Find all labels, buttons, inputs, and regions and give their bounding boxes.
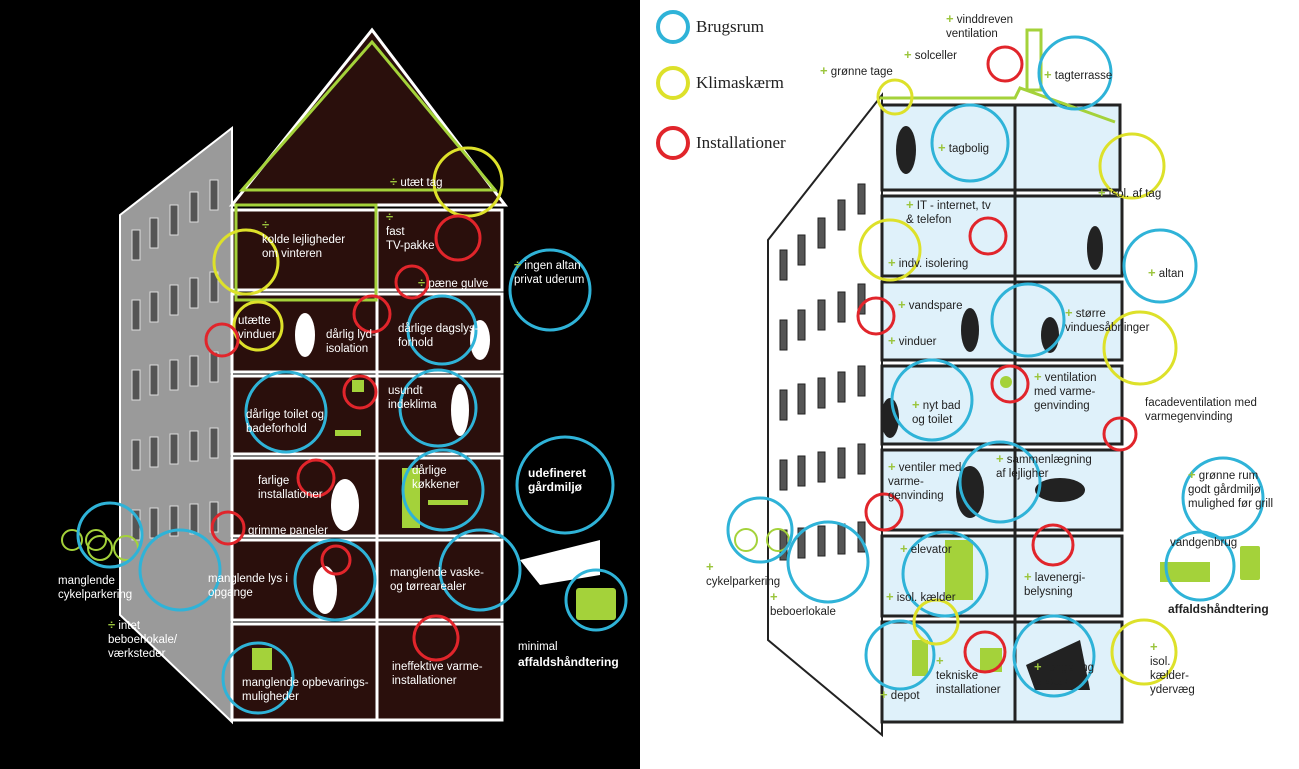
left-brugsrum-circles (76, 248, 628, 715)
label-fast-tv: ÷fast TV-pakke (386, 209, 435, 253)
label-vandgenbrug: vandgenbrug (1170, 537, 1238, 549)
label-vandspare: + vandspare (898, 297, 963, 313)
legend-installationer: Installationer (656, 126, 786, 160)
right-installationer-circles (856, 45, 1138, 674)
right-panel-renovated-building: Brugsrum Klimaskærm Installationer + vin… (640, 0, 1299, 769)
label-kolde-lejligheder: ÷kolde lejligheder om vinteren (262, 217, 346, 261)
label-altan: + altan (1148, 265, 1184, 281)
label-ventiler-med: + ventiler med varme- genvinding (888, 459, 962, 503)
label-minimal: minimal (518, 641, 558, 653)
label-storre-vindue: + større vinduesåbninger (1065, 305, 1150, 335)
label-it: + IT - internet, tv & telefon (906, 197, 991, 227)
label-cykelparkering: +cykelparkering (706, 559, 781, 589)
label-usundt-indeklima: usundt indeklima (388, 385, 437, 411)
label-nyt-bad: + nyt bad og toilet (912, 397, 961, 427)
label-solceller: + solceller (904, 47, 957, 63)
label-isol-kaelderydervaeg: +isol. kælder- ydervæg (1150, 639, 1195, 697)
left-klimaskaerm-circles (212, 146, 504, 352)
legend-ring-installationer (656, 126, 690, 160)
label-grimme-paneler: grimme paneler (248, 525, 328, 537)
label-ineffektive: ineffektive varme- installationer (392, 661, 483, 687)
label-darlige-toilet: dårlige toilet og badeforhold (246, 409, 324, 435)
label-sammenlaegning: + sammenlægning af lejligher (996, 451, 1092, 481)
left-side-facade (119, 125, 233, 725)
label-ingen-altan: ÷ ingen altan privat uderum (514, 257, 585, 287)
label-manglende-opbev: manglende opbevarings- muligheder (242, 677, 369, 703)
label-ventilation-varme: + ventilation med varme- genvinding (1034, 369, 1097, 413)
label-utaette-vinduer: utætte vinduer (238, 315, 276, 341)
label-darlig-lyd: dårlig lyd- isolation (326, 329, 376, 355)
label-affald-left: affaldshåndtering (518, 655, 619, 669)
label-beboerlokale: +beboerlokale (770, 589, 836, 619)
label-utaet-tag: ÷ utæt tag (390, 174, 443, 190)
left-panel-existing-building: ÷ utæt tag ÷kolde lejligheder om vintere… (0, 0, 640, 769)
label-vinddreven: + vinddreven ventilation (946, 11, 1014, 41)
left-bicycles (61, 529, 139, 561)
right-building-drawing (726, 28, 1265, 738)
legend-klimaskaerm: Klimaskærm (656, 66, 784, 100)
label-indv-isolering: + indv. isolering (888, 255, 969, 271)
right-brugsrum-circles (726, 35, 1265, 698)
right-side-facade (767, 92, 883, 738)
left-side-windows (131, 179, 219, 541)
label-intet-beboer: ÷ intet beboerlokale/ værksteder (108, 617, 178, 661)
legend-ring-klimaskaerm (656, 66, 690, 100)
right-klimaskaerm-circles (858, 78, 1178, 686)
right-side-windows (779, 183, 866, 561)
label-tagterrasse: + tagterrasse (1044, 67, 1113, 83)
left-roof-section (228, 27, 509, 207)
label-lavenergi: + lavenergi- belysning (1024, 569, 1086, 599)
label-manglende-lys: manglende lys i opgange (208, 573, 288, 599)
label-elevator: + elevator (900, 541, 952, 557)
legend-ring-brugsrum (656, 10, 690, 44)
label-facadevent: facadeventilation med varmegenvinding (1145, 397, 1257, 423)
label-paene-gulve: ÷ pæne gulve (418, 275, 489, 291)
label-isol-tag: + isol. af tag (1098, 185, 1162, 201)
label-gronne-tage: + grønne tage (820, 63, 893, 79)
label-darlige-koekkener: dårlige køkkener (412, 465, 460, 491)
label-vinduer: + vinduer (888, 333, 937, 349)
label-tagbolig: + tagbolig (938, 140, 990, 156)
label-isol-kaelder: + isol. kælder (886, 589, 956, 605)
left-building-drawing (61, 27, 628, 725)
label-darlige-dagslys: dårlige dagslys- forhold (398, 323, 479, 349)
label-tekniske: +tekniske installationer (936, 653, 1001, 697)
label-manglende-vaske: manglende vaske- og tørrearealer (390, 567, 484, 593)
left-installationer-circles (204, 214, 482, 662)
label-farlige-install: farlige installationer (258, 475, 323, 501)
label-depot: + depot (880, 687, 920, 703)
label-gronne-rum: + grønne rum godt gårdmiljø mulighed før… (1188, 467, 1273, 511)
label-rengoring: + rengøring & vask (1034, 659, 1095, 689)
label-affald-right: affaldshåndtering (1168, 602, 1269, 616)
legend-brugsrum: Brugsrum (656, 10, 764, 44)
label-manglende-cykel: manglende cykelparkering (58, 575, 133, 601)
label-udefineret: udefineret gårdmiljø (528, 466, 587, 494)
